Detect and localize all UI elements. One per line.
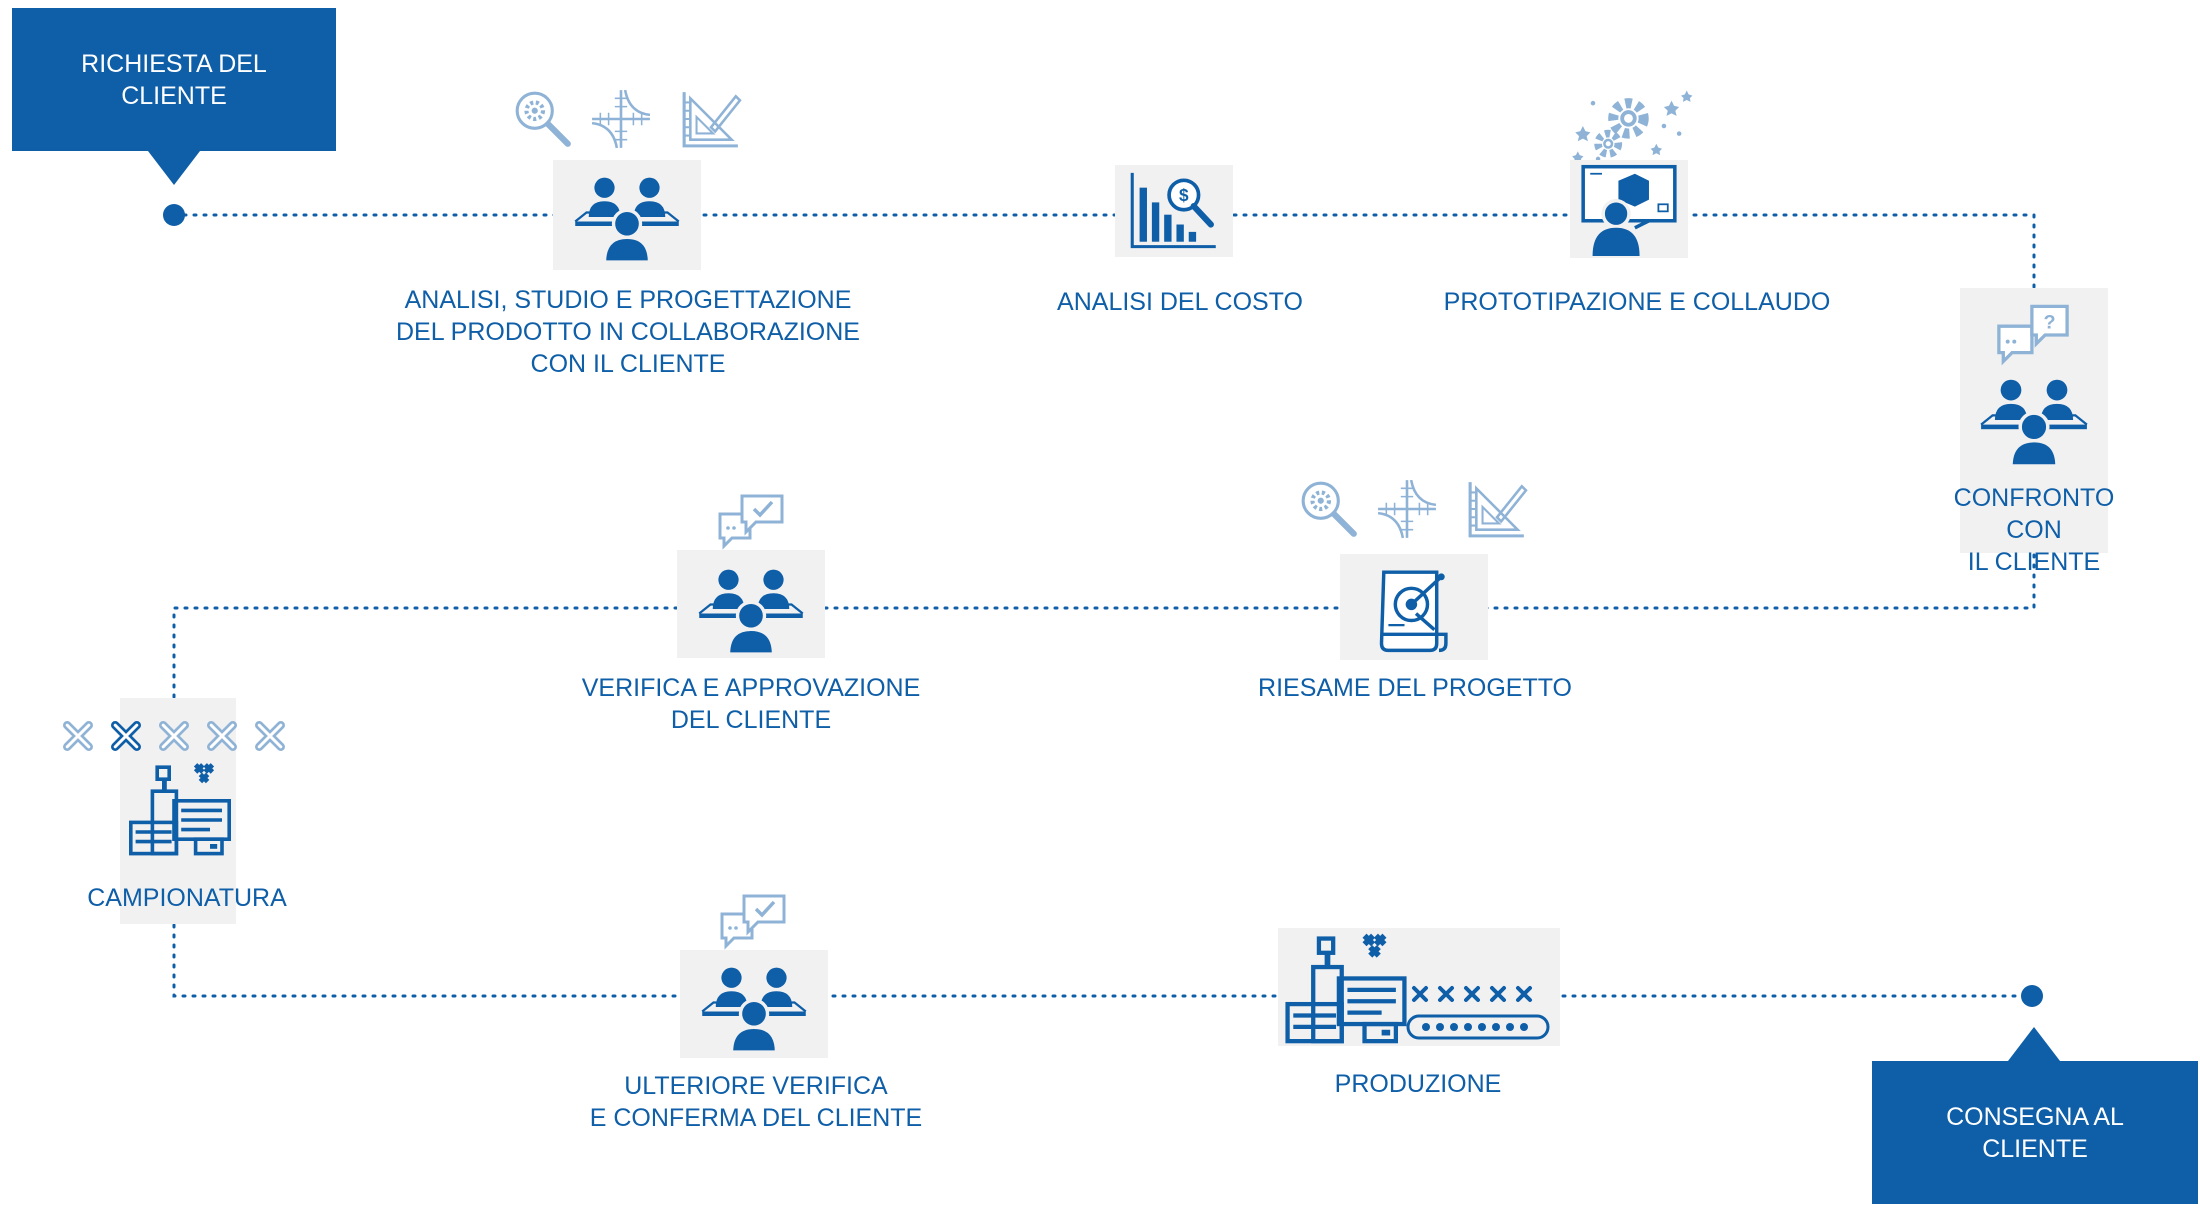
start-label: RICHIESTA DEL CLIENTE	[81, 49, 267, 110]
x-part-icon	[60, 718, 96, 754]
start-box: RICHIESTA DEL CLIENTE	[12, 8, 336, 185]
step-campionatura-label: CAMPIONATURA	[87, 884, 287, 912]
gears-icon	[1546, 88, 1716, 164]
chat-check-icon	[716, 490, 786, 554]
x-part-icon	[156, 718, 192, 754]
flow-line-top	[172, 213, 2036, 998]
prototype-icon	[1575, 162, 1683, 256]
x-part-icon	[108, 718, 144, 754]
step-riesame-label: RIESAME DEL PROGETTO	[1258, 674, 1572, 702]
step-ulteriore-label: ULTERIORE VERIFICA E CONFERMA DEL CLIENT…	[589, 1072, 923, 1132]
conveyor-belt-icon	[1406, 986, 1550, 1040]
x-part-icon	[252, 718, 288, 754]
magnify-gear-icon	[1298, 478, 1360, 540]
ruler-icon	[680, 88, 742, 150]
meeting-icon	[1968, 374, 2100, 466]
graph-icon	[1376, 478, 1438, 540]
end-box-arrow	[2008, 1027, 2060, 1061]
meeting-icon	[686, 564, 816, 654]
magnify-gear-icon	[512, 88, 574, 150]
graph-icon	[590, 88, 652, 150]
step-prototipazione-label: PROTOTIPAZIONE E COLLAUDO	[1443, 288, 1831, 316]
x-part-icon	[204, 718, 240, 754]
design-review-icon	[1370, 562, 1462, 656]
meeting-icon	[689, 962, 819, 1052]
chat-check-icon	[718, 890, 788, 954]
cost-tile	[1115, 165, 1233, 257]
start-box-arrow	[148, 151, 200, 185]
chat-question-icon	[1994, 302, 2072, 368]
step-produzione-label: PRODUZIONE	[1334, 1070, 1502, 1098]
step-analisi-studio-label: ANALISI, STUDIO E PROGETTAZIONE DEL PROD…	[396, 286, 860, 378]
meeting-icon	[563, 172, 691, 262]
end-label: CONSEGNA AL CLIENTE	[1946, 1102, 2124, 1163]
step-confronto-label: CONFRONTO CON IL CLIENTE	[1953, 484, 2115, 576]
cost-analysis-icon	[1120, 168, 1228, 254]
start-dot	[163, 204, 185, 226]
step-verifica-label: VERIFICA E APPROVAZIONE DEL CLIENTE	[581, 674, 921, 734]
factory-icon	[126, 760, 234, 856]
end-dot	[2021, 985, 2043, 1007]
ruler-icon	[1466, 478, 1528, 540]
step-analisi-costo-label: ANALISI DEL COSTO	[1057, 288, 1303, 316]
end-box: CONSEGNA AL CLIENTE	[1872, 1027, 2198, 1204]
factory-icon	[1280, 930, 1412, 1044]
